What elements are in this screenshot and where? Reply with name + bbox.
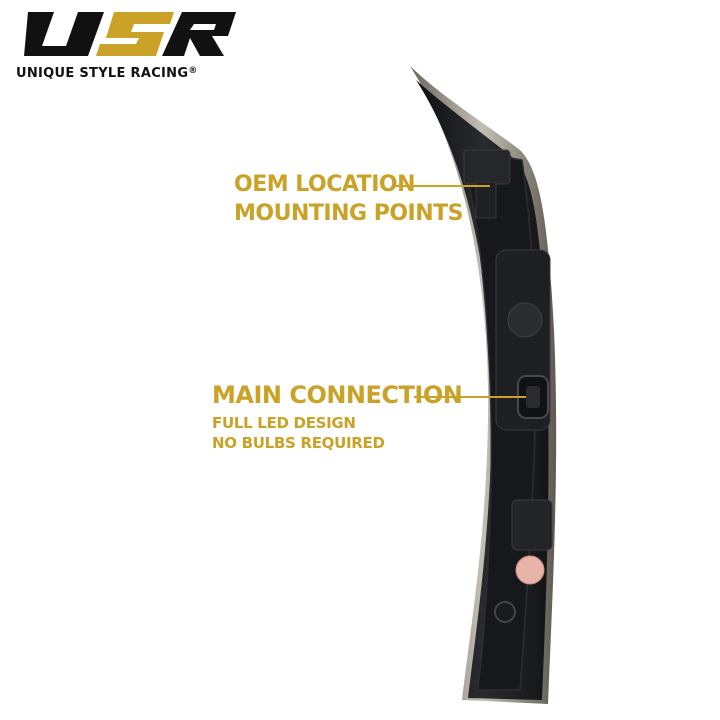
callout-oem-title-line-1: OEM LOCATION	[234, 172, 416, 197]
mounting-clip-top	[463, 149, 511, 185]
date-code-sticker	[515, 555, 545, 585]
usr-logo-mark	[24, 12, 236, 56]
screw-boss	[494, 601, 516, 623]
brand-logo: UNIQUE STYLE RACING®	[14, 6, 244, 86]
callout-oem-title-line-2: MOUNTING POINTS	[234, 201, 463, 226]
callout-oem-leader-line	[396, 185, 490, 187]
brand-tagline: UNIQUE STYLE RACING®	[16, 66, 198, 81]
callout-connection-title: MAIN CONNECTION	[212, 381, 463, 409]
mounting-clip-bottom	[511, 499, 553, 551]
callout-connection-sub-line-1: FULL LED DESIGN	[212, 414, 356, 432]
callout-connection-leader-line	[414, 396, 526, 398]
callout-connection-sub-line-2: NO BULBS REQUIRED	[212, 434, 385, 452]
